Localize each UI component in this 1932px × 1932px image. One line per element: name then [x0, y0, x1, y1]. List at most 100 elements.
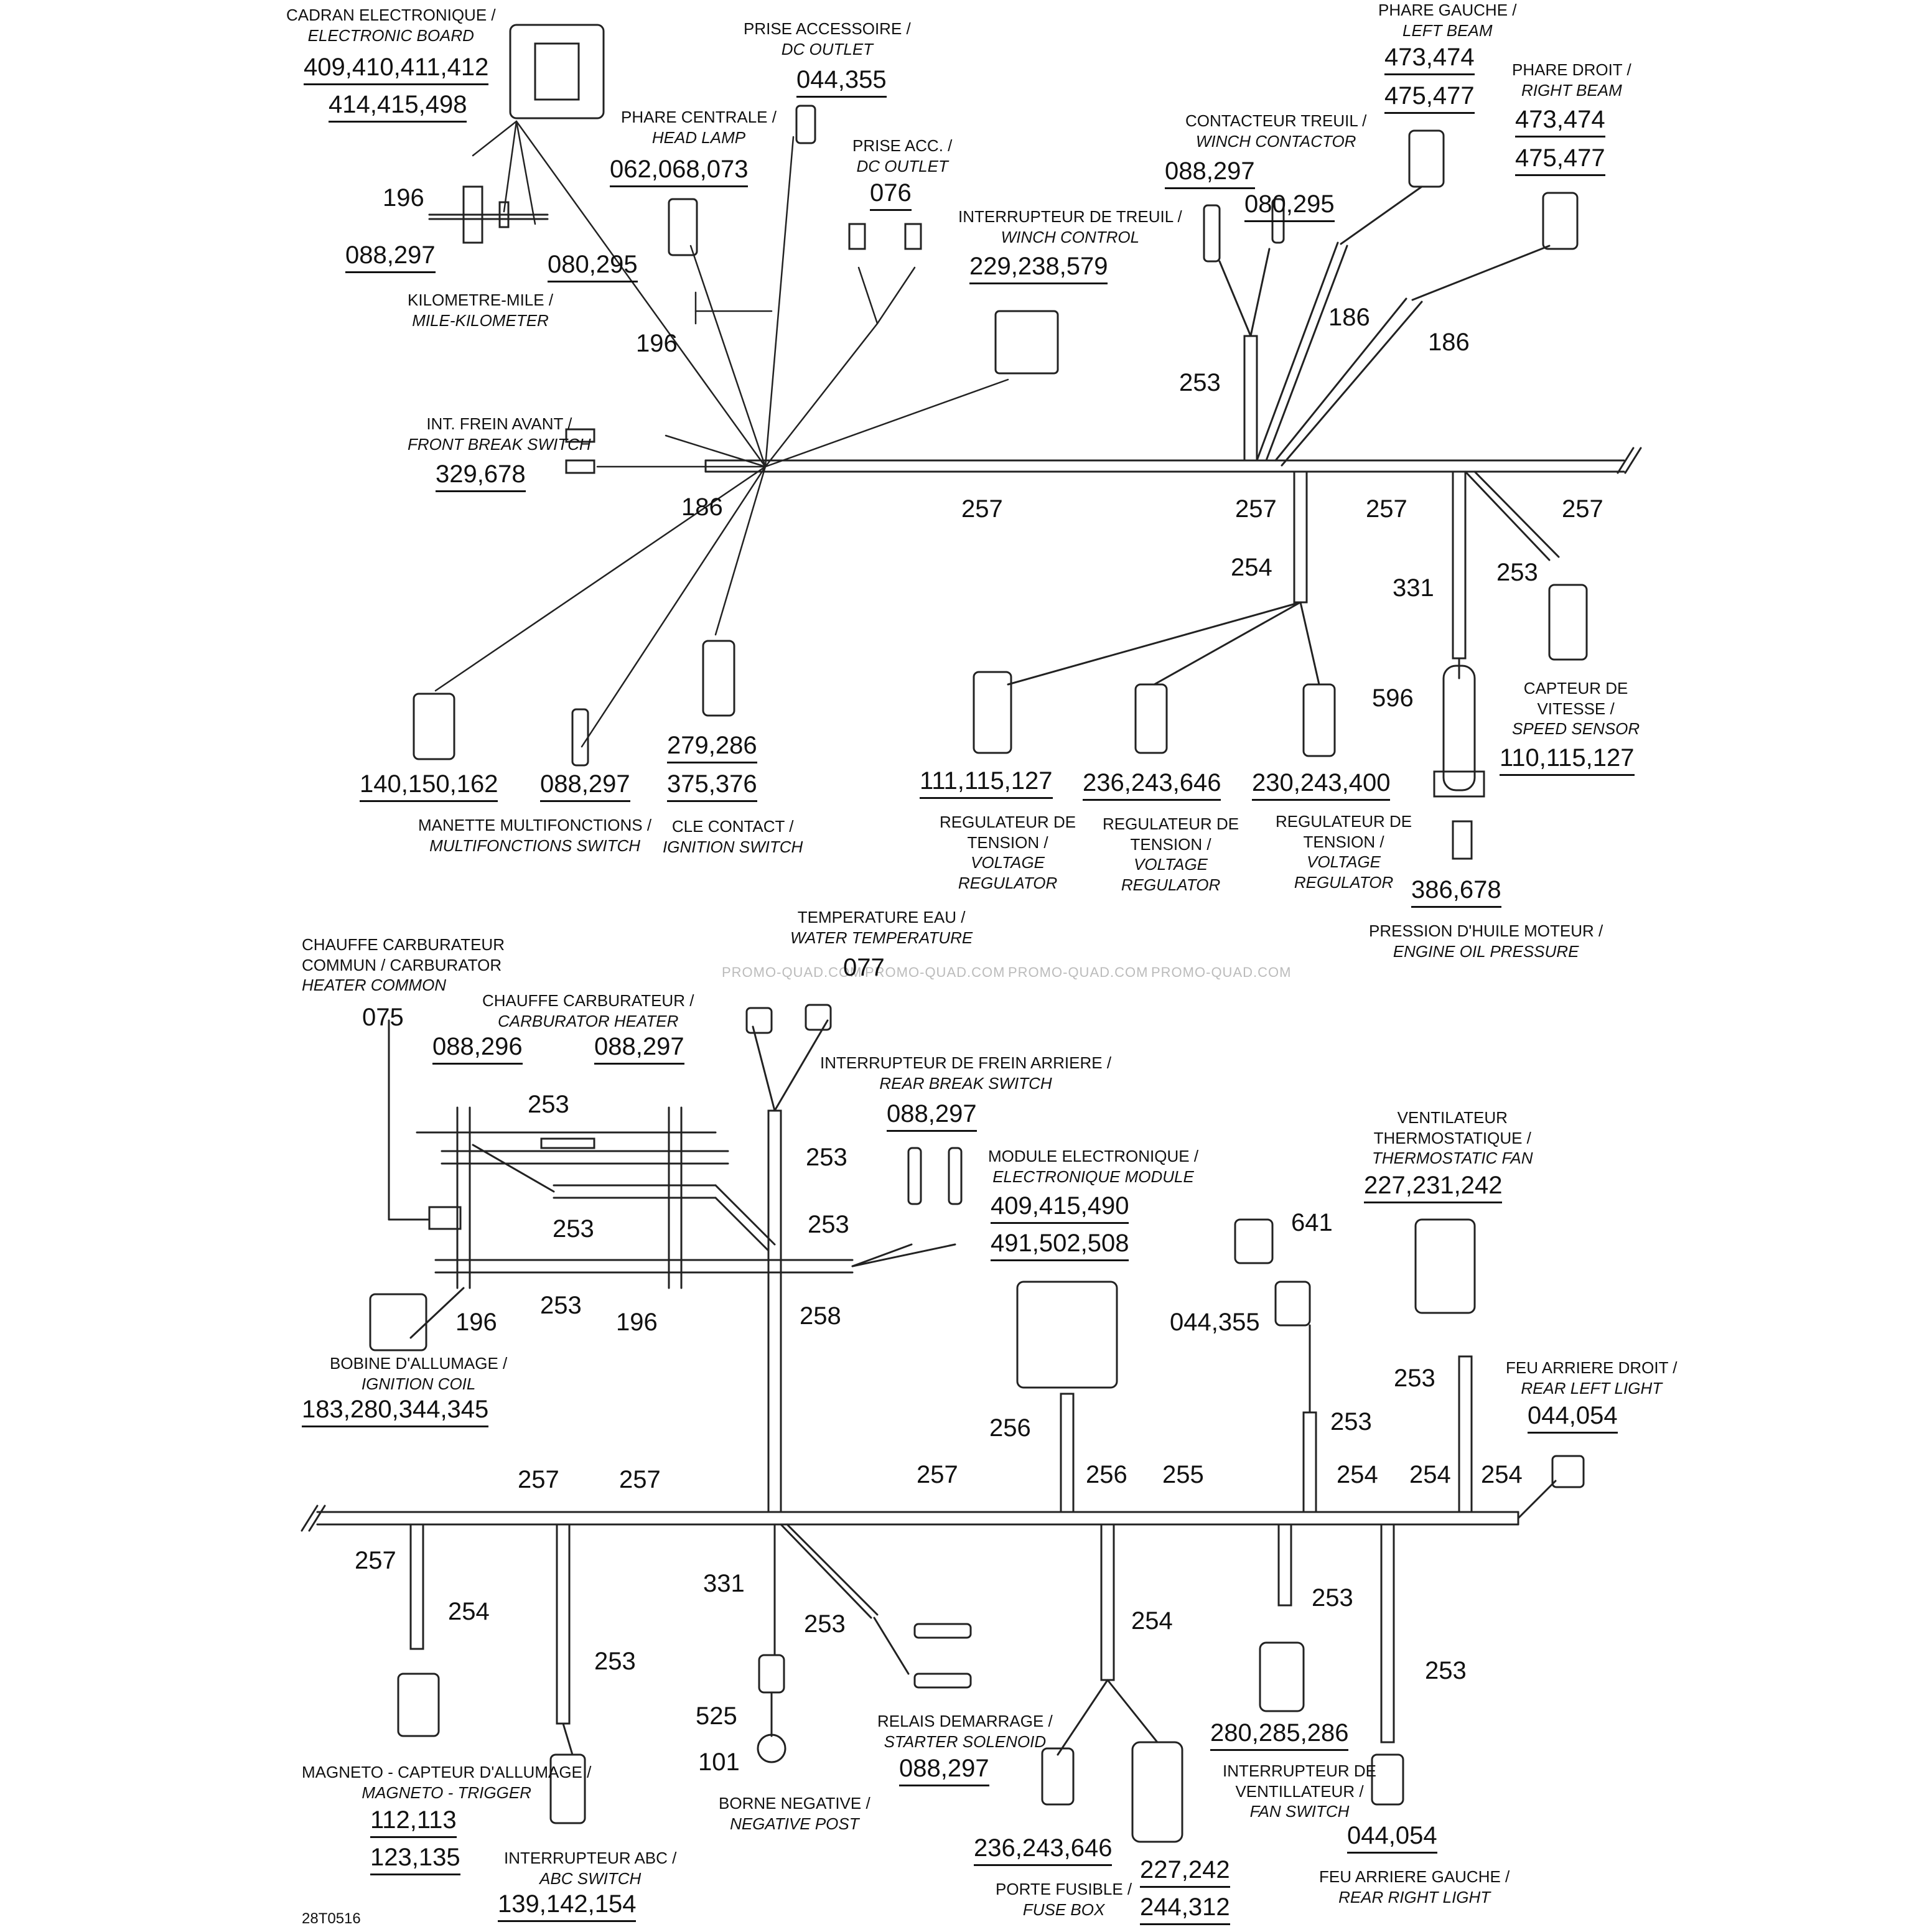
bottom-branches: [388, 1019, 1473, 1756]
n101: 101: [698, 1748, 740, 1776]
oil-caption: PRESSION D'HUILE MOTEUR /ENGINE OIL PRES…: [1369, 922, 1603, 961]
feu-d-parts: 044,054: [1528, 1403, 1618, 1434]
n196c: 196: [455, 1309, 497, 1336]
n331a: 331: [1393, 574, 1434, 602]
n253f: 253: [808, 1211, 849, 1238]
n254f: 254: [1131, 1607, 1173, 1635]
phare-g-caption: PHARE GAUCHE /LEFT BEAM: [1378, 1, 1517, 40]
top-connectors: [413, 24, 1588, 860]
fuse-caption: PORTE FUSIBLE /FUSE BOX: [996, 1880, 1132, 1919]
bottom-trunk: [301, 1480, 1557, 1532]
n196b: 196: [636, 330, 678, 357]
frein-av-caption: INT. FREIN AVANT /FRONT BREAK SWITCH: [408, 414, 591, 454]
n196a: 196: [383, 184, 424, 212]
frein-ar-parts: 088,297: [887, 1101, 977, 1132]
chauffe-parts-1: 088,296: [432, 1034, 523, 1065]
figure-code: 28T0516: [302, 1910, 361, 1927]
frein-ar-caption: INTERRUPTEUR DE FREIN ARRIERE /REAR BREA…: [820, 1053, 1112, 1093]
n253c: 253: [528, 1091, 569, 1118]
winch-cont-caption: CONTACTEUR TREUIL /WINCH CONTACTOR: [1185, 111, 1367, 151]
n257g: 257: [917, 1461, 958, 1488]
prise-acc2-caption: PRISE ACC. /DC OUTLET: [852, 136, 953, 175]
cadran-parts-2: 414,415,498: [329, 92, 467, 123]
prise-acc-parts: 044,355: [796, 67, 887, 98]
n257h: 257: [355, 1547, 396, 1574]
n254c: 254: [1409, 1461, 1451, 1488]
bobine-parts: 183,280,344,345: [302, 1397, 489, 1427]
n253i: 253: [1394, 1365, 1435, 1392]
relais-caption: RELAIS DEMARRAGE /STARTER SOLENOID: [877, 1712, 1053, 1751]
n253l: 253: [1312, 1584, 1353, 1612]
n080a: 080,295: [548, 252, 638, 282]
n253b: 253: [1496, 559, 1538, 586]
top-branches: [434, 120, 1009, 748]
phare-g-parts-2: 475,477: [1384, 83, 1475, 114]
prise-acc2-parts: 076: [870, 180, 912, 211]
n256a: 256: [989, 1414, 1031, 1442]
watermark-1: PROMO-QUAD.COM: [722, 964, 862, 980]
vitesse-parts: 110,115,127: [1500, 745, 1635, 776]
phare-c-caption: PHARE CENTRALE /HEAD LAMP: [621, 108, 777, 147]
n258: 258: [800, 1302, 841, 1330]
n186c: 186: [1428, 329, 1470, 356]
winch-ctrl-parts: 229,238,579: [969, 254, 1108, 284]
n257b: 257: [1235, 495, 1277, 523]
fuse-parts-3: 244,312: [1140, 1895, 1230, 1925]
n186a: 186: [681, 493, 723, 521]
phare-g-parts-1: 473,474: [1384, 45, 1475, 75]
cadran-caption: CADRAN ELECTRONIQUE /ELECTRONIC BOARD: [286, 6, 496, 45]
n257f: 257: [619, 1466, 661, 1493]
manette-parts-2: 088,297: [540, 772, 630, 802]
magneto-caption: MAGNETO - CAPTEUR D'ALLUMAGE /MAGNETO - …: [302, 1763, 592, 1802]
watermark-2: PROMO-QUAD.COM: [865, 964, 1006, 980]
cle-parts-1: 279,286: [667, 733, 757, 763]
fan-sw-parts: 280,285,286: [1210, 1720, 1349, 1751]
abc-parts: 139,142,154: [498, 1892, 637, 1922]
magneto-parts-2: 123,135: [370, 1845, 460, 1875]
n257c: 257: [1366, 495, 1407, 523]
temp-parts: 077: [843, 954, 885, 981]
n186b: 186: [1328, 304, 1370, 331]
borne-caption: BORNE NEGATIVE /NEGATIVE POST: [719, 1794, 870, 1833]
n257a: 257: [961, 495, 1003, 523]
n255: 255: [1162, 1461, 1204, 1488]
feu-g-parts: 044,054: [1347, 1823, 1437, 1854]
fuse-parts-1: 236,243,646: [974, 1836, 1113, 1866]
n254a: 254: [1231, 554, 1272, 581]
n253k: 253: [804, 1610, 846, 1638]
n641: 641: [1291, 1209, 1333, 1236]
manette-parts: 140,150,162: [360, 772, 498, 802]
n253m: 253: [1425, 1657, 1467, 1684]
n254b: 254: [1337, 1461, 1378, 1488]
n256b: 256: [1086, 1461, 1127, 1488]
winch-ctrl-caption: INTERRUPTEUR DE TREUIL /WINCH CONTROL: [958, 207, 1182, 246]
n257d: 257: [1562, 495, 1603, 523]
n253h: 253: [1330, 1408, 1372, 1435]
abc-caption: INTERRUPTEUR ABC /ABC SWITCH: [504, 1849, 677, 1888]
winch-cont-parts-1: 088,297: [1165, 159, 1255, 189]
frein-av-parts: 329,678: [436, 462, 526, 492]
n253e: 253: [553, 1215, 594, 1243]
module-parts-1: 409,415,490: [991, 1193, 1129, 1224]
phare-d-parts-2: 475,477: [1515, 146, 1605, 176]
top-trunk: [704, 447, 1642, 474]
n257e: 257: [518, 1466, 559, 1493]
vent-parts: 227,231,242: [1364, 1173, 1503, 1203]
chauffe-parts-2: 088,297: [594, 1034, 684, 1065]
n196d: 196: [616, 1309, 658, 1336]
bobine-caption: BOBINE D'ALLUMAGE /IGNITION COIL: [330, 1354, 508, 1393]
n088a: 088,297: [345, 243, 436, 273]
phare-d-parts-1: 473,474: [1515, 107, 1605, 138]
feu-d-caption: FEU ARRIERE DROIT /REAR LEFT LIGHT: [1506, 1358, 1678, 1398]
reg1-parts: 111,115,127: [920, 768, 1053, 799]
watermark-3: PROMO-QUAD.COM: [1008, 964, 1149, 980]
n253j: 253: [594, 1648, 636, 1675]
